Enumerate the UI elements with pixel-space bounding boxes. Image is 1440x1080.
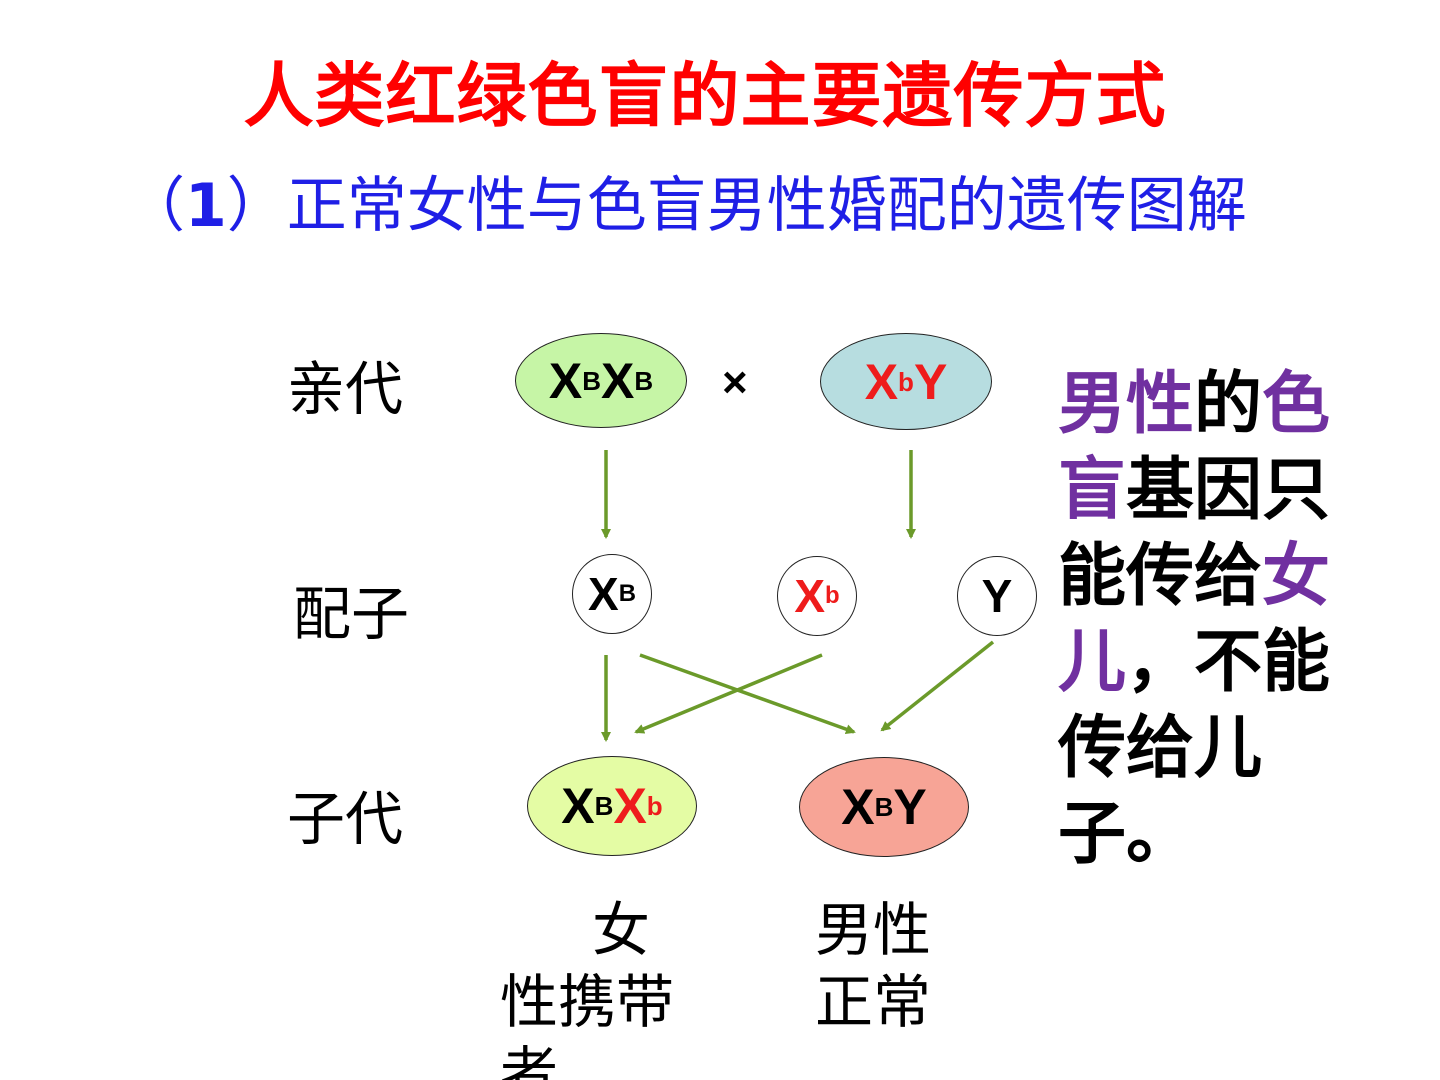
allele-base: X xyxy=(864,353,899,410)
note-part: 的 xyxy=(1194,365,1263,444)
arrow-xB-to-son xyxy=(639,653,856,734)
note-part: 女儿 xyxy=(1058,537,1331,702)
conclusion-note: 男性的色盲基因只能传给女儿，不能传给儿子。 xyxy=(1058,362,1358,878)
allele-base: X xyxy=(561,778,595,834)
arrow-y-to-son xyxy=(880,640,995,732)
note-part: 男性 xyxy=(1058,365,1195,444)
allele-base: Y xyxy=(981,570,1013,622)
arrow-xb-to-daughter xyxy=(634,653,823,734)
allele-base: X xyxy=(601,352,635,409)
label-parents: 亲代 xyxy=(287,355,404,423)
subtitle-text: 正常女性与色盲男性婚配的遗传图解 xyxy=(286,171,1247,241)
subtitle-number: 1 xyxy=(185,171,227,241)
subtitle: （1）正常女性与色盲男性婚配的遗传图解 xyxy=(125,168,1325,244)
daughter-description: 女 性携带 者 xyxy=(500,894,700,1080)
allele-base: X xyxy=(841,779,875,835)
allele-base: Y xyxy=(913,353,948,410)
subtitle-close-paren: ） xyxy=(226,171,287,241)
page-title: 人类红绿色盲的主要遗传方式 xyxy=(243,55,1167,137)
allele-base: X xyxy=(548,352,583,409)
cross-symbol: × xyxy=(722,358,748,407)
note-part: 色盲 xyxy=(1058,365,1331,530)
label-gametes: 配子 xyxy=(293,580,410,648)
daughter-desc-line: 性携带 xyxy=(500,968,675,1036)
allele-base: X xyxy=(613,778,647,834)
allele-base: X xyxy=(794,570,826,622)
subtitle-open-paren: （ xyxy=(125,171,185,241)
note-part: ，不能传给儿子。 xyxy=(1058,623,1331,874)
son-desc-line: 男性 xyxy=(815,896,932,964)
note-part: 基因只能传给 xyxy=(1058,451,1331,616)
son-desc-line: 正常 xyxy=(815,968,932,1036)
gamete-Y: Y xyxy=(957,556,1037,636)
daughter-desc-line: 者 xyxy=(500,1040,559,1080)
allele-base: X xyxy=(588,568,619,620)
daughter-desc-line: 女 xyxy=(592,896,651,964)
son-description: 男性 正常 xyxy=(815,894,975,1038)
label-offspring: 子代 xyxy=(287,785,404,853)
allele-base: Y xyxy=(893,779,927,835)
